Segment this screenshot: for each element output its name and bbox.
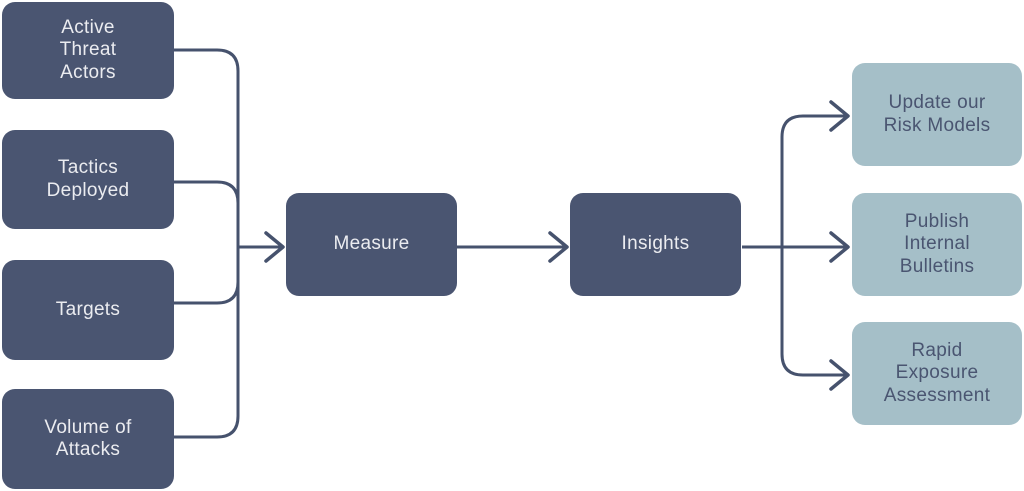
node-tactics-deployed: Tactics Deployed [2,130,174,229]
node-label: Volume of Attacks [44,416,132,460]
node-label: Insights [621,233,690,255]
node-label: Rapid Exposure Assessment [883,339,991,406]
arrowhead-publish-internal-bulletins-icon [829,231,850,263]
node-insights: Insights [570,193,741,296]
arrowhead-rapid-exposure-assessment-icon [829,359,850,391]
arrowhead-update-our-risk-models-icon [829,100,850,132]
node-label: Tactics Deployed [46,157,130,201]
arrowhead-measure-icon [264,231,285,263]
node-label: Active Threat Actors [59,16,117,83]
arrowhead-insights-icon [548,231,569,263]
arrow-to-update-our-risk-models [780,114,847,247]
node-update-our-risk-models: Update our Risk Models [852,63,1022,166]
node-active-threat-actors: Active Threat Actors [2,2,174,99]
connector-tactics-deployed [174,180,240,204]
node-label: Update our Risk Models [883,92,991,136]
node-label: Measure [333,233,410,255]
arrow-to-rapid-exposure-assessment [780,247,847,377]
node-rapid-exposure-assessment: Rapid Exposure Assessment [852,322,1022,425]
node-label: Targets [55,298,121,320]
connector-active-threat-actors [174,48,240,72]
node-measure: Measure [286,193,457,296]
connector-targets [174,281,240,305]
connector-volume-of-attacks [174,415,240,439]
node-volume-of-attacks: Volume of Attacks [2,389,174,489]
node-label: Publish Internal Bulletins [899,210,975,277]
node-publish-internal-bulletins: Publish Internal Bulletins [852,193,1022,296]
node-targets: Targets [2,260,174,360]
